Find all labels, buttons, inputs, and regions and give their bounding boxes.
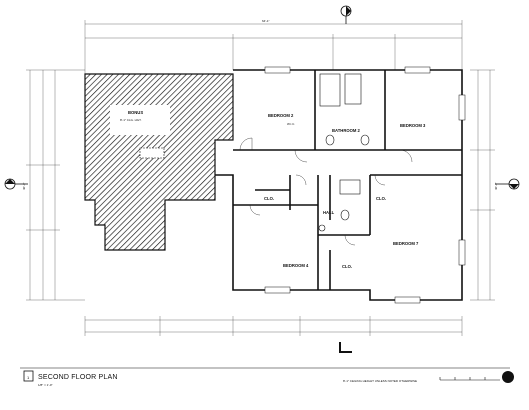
room-closet-3: CLO. <box>376 196 386 201</box>
bonus-label: BONUS <box>128 110 143 115</box>
right-dimensions: 40'-4" <box>470 69 498 301</box>
room-walk-in-closet: W.I.C. <box>287 122 295 126</box>
north-indicator <box>502 371 514 383</box>
windows <box>264 66 466 304</box>
overall-dimension: 64'-1" <box>262 19 270 23</box>
left-dimension: 40'-4" <box>22 182 26 190</box>
room-bedroom-2: BEDROOM 2 <box>268 113 294 118</box>
section-marker-left <box>4 178 28 190</box>
top-dimensions: 64'-1" <box>84 19 463 80</box>
section-marker-right <box>495 178 520 190</box>
bonus-area: BONUS 8'-1" CLG. HGT. <box>84 73 234 251</box>
section-marker-bottom <box>339 342 352 353</box>
room-hall: HALL <box>323 210 335 215</box>
ceiling-note: 8'-1" CEILING HEIGHT UNLESS NOTED OTHERW… <box>343 379 417 383</box>
scale-bar <box>439 377 500 381</box>
door-swings <box>239 137 413 246</box>
right-dimension: 40'-4" <box>494 182 498 190</box>
room-bathroom-2: BATHROOM 2 <box>332 128 361 133</box>
drawing-title: SECOND FLOOR PLAN <box>38 374 118 381</box>
section-marker-top <box>340 5 352 24</box>
room-bedroom-3: BEDROOM 3 <box>400 123 426 128</box>
building-walls <box>215 69 463 301</box>
bonus-ceiling: 8'-1" CLG. HGT. <box>120 118 142 122</box>
room-closet-1: CLO. <box>264 196 274 201</box>
title-block: 1 SECOND FLOOR PLAN 1/8" = 1'-0" 8'-1" C… <box>20 367 514 387</box>
room-bedroom-4: BEDROOM 4 <box>283 263 309 268</box>
bottom-dimensions <box>84 316 463 336</box>
sheet-number: 1 <box>27 375 30 380</box>
room-bedroom-7: BEDROOM 7 <box>393 241 419 246</box>
room-closet-2: CLO. <box>342 264 352 269</box>
drawing-scale: 1/8" = 1'-0" <box>38 383 53 387</box>
left-dimensions: 40'-4" <box>22 69 85 301</box>
bathroom-fixtures <box>318 73 370 232</box>
